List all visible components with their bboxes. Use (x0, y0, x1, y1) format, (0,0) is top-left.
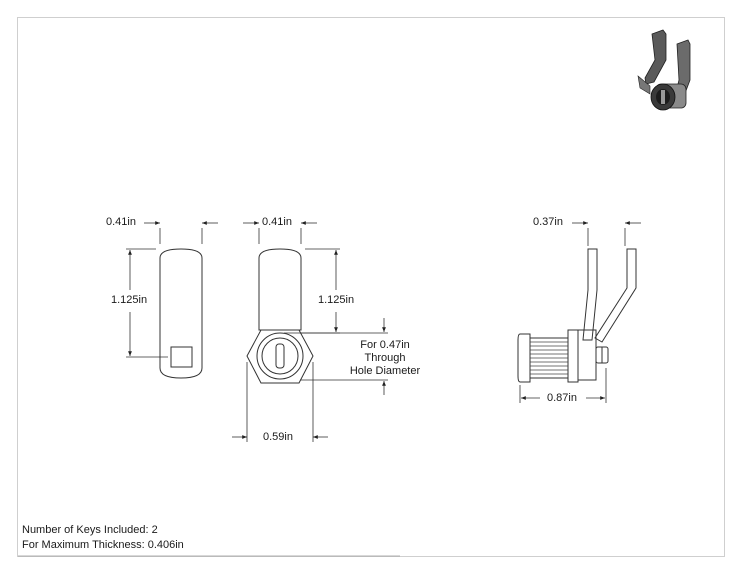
dim-height-left: 1.125in (111, 294, 148, 306)
dim-side-length: 0.87in (547, 392, 577, 404)
side-threads (530, 341, 568, 375)
hole-diameter-note: For 0.47in Through Hole Diameter (340, 339, 430, 378)
side-lock-view (517, 248, 637, 383)
front-hex-nut (246, 329, 314, 384)
dim-nut-width: 0.59in (263, 431, 293, 443)
dim-width-front: 0.41in (262, 216, 292, 228)
hole-note-line1: For 0.47in (360, 339, 410, 351)
hole-note-line3: Hole Diameter (349, 365, 421, 377)
dim-width-left: 0.41in (106, 216, 136, 228)
left-cam-view (159, 248, 203, 379)
side-dimensions (519, 221, 641, 403)
info-keys-included: Number of Keys Included: 2 (22, 524, 158, 536)
left-dimensions (126, 221, 218, 358)
front-cam-body (258, 248, 302, 331)
dim-side-cam-width: 0.37in (533, 216, 563, 228)
hole-note-line2: Through (364, 352, 406, 364)
front-dimensions (232, 221, 388, 442)
cam-lock-product-icon (637, 29, 691, 111)
dim-height-front: 1.125in (318, 294, 355, 306)
info-max-thickness: For Maximum Thickness: 0.406in (22, 539, 184, 551)
sheet-border (17, 17, 725, 557)
